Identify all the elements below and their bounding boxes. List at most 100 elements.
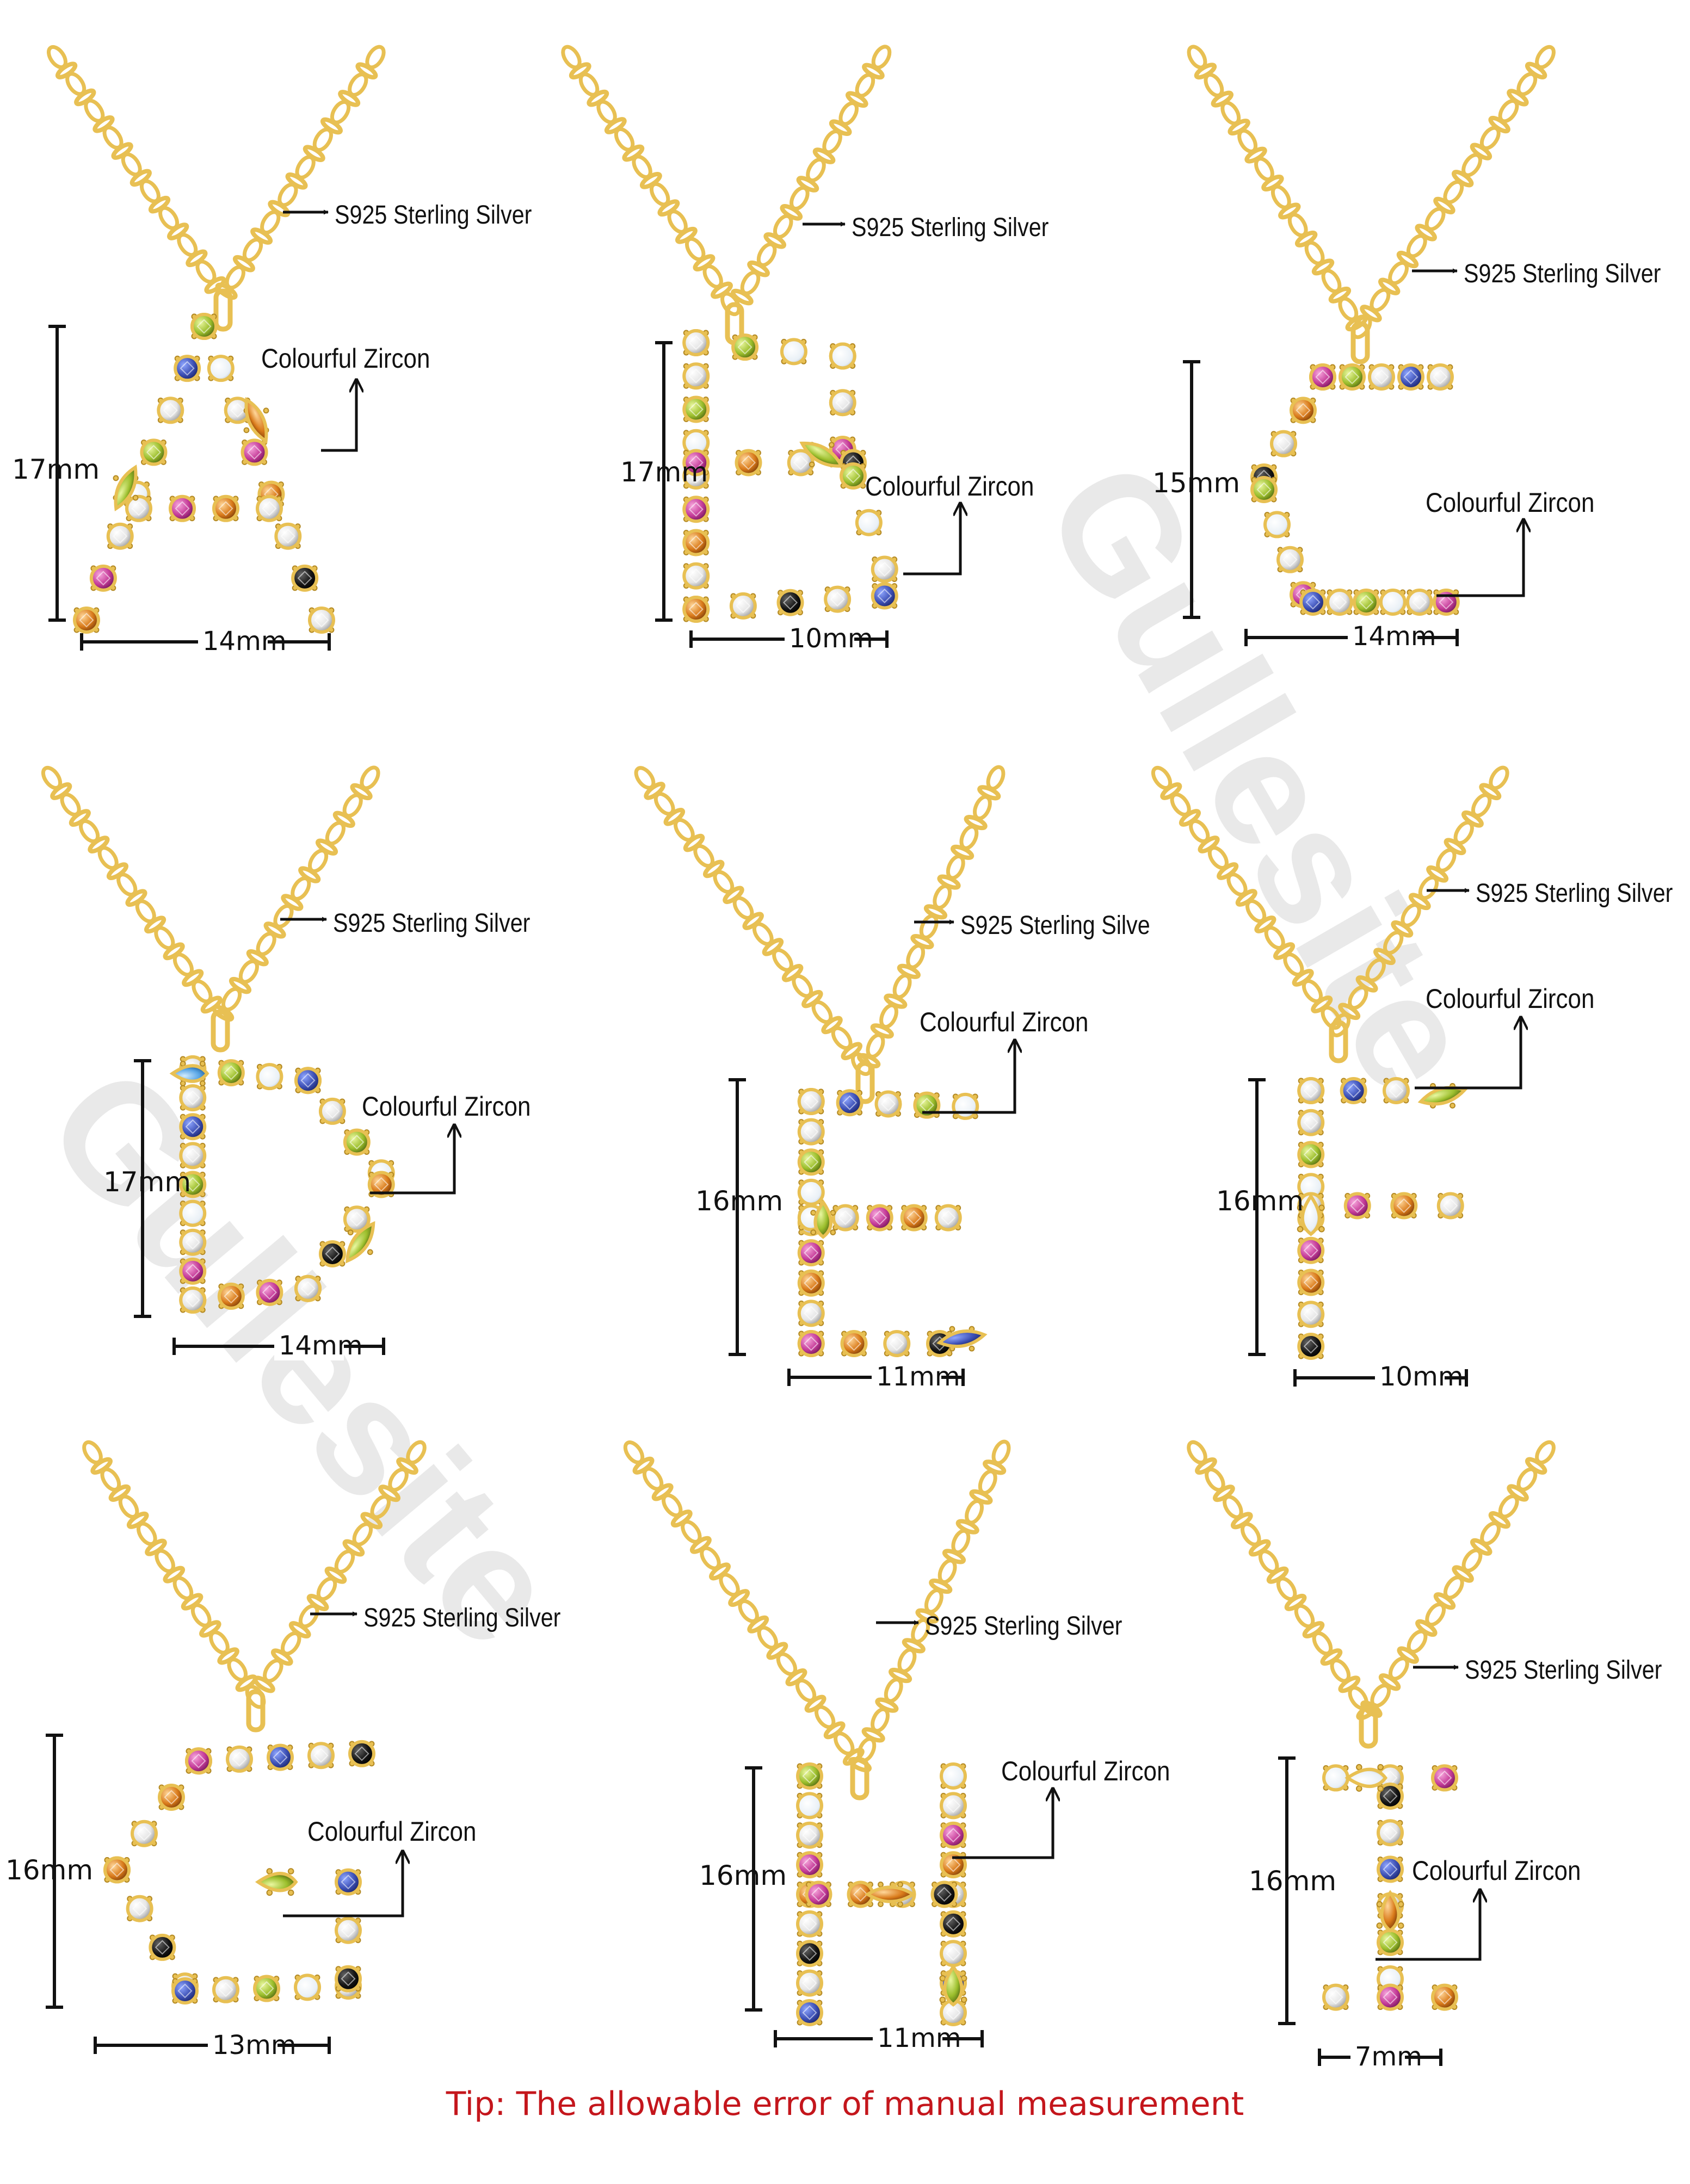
zircon-stone [256, 1063, 283, 1091]
stone-label: Colourful Zircon [1412, 1855, 1581, 1885]
material-label: S925 Sterling Silver [1476, 878, 1673, 908]
zircon-stone [1377, 1928, 1404, 1956]
zircon-stone [940, 1762, 967, 1790]
zircon-stone [1297, 1301, 1325, 1328]
zircon-stone [217, 1282, 245, 1310]
stone-arrow [922, 1040, 1015, 1114]
zircon-stone [682, 362, 710, 390]
zircon-stone [179, 1286, 207, 1314]
zircon-stone [346, 1221, 375, 1264]
necklace-chain [1187, 1440, 1556, 1721]
zircon-stone [776, 589, 804, 616]
zircon-stone [1250, 476, 1278, 503]
stone-arrow [1415, 1017, 1521, 1090]
zircon-stone [1376, 1890, 1404, 1933]
zircon-stone [212, 1976, 239, 2003]
zircon-stone [735, 449, 762, 477]
zircon-stone [939, 1964, 967, 2007]
zircon-stone [865, 1882, 916, 1907]
stone-label: Colourful Zircon [261, 343, 430, 373]
zircon-stone [335, 1916, 362, 1944]
zircon-stone [682, 449, 710, 477]
height-dimension [729, 1078, 746, 1356]
zircon-stone [913, 1091, 941, 1119]
zircon-stone [824, 585, 852, 613]
zircon-stone [243, 397, 269, 444]
zircon-stone [89, 564, 117, 592]
zircon-stone [1297, 1236, 1325, 1264]
zircon-stone [1270, 430, 1297, 457]
zircon-stone [335, 1965, 362, 1993]
height-dimension [1183, 360, 1200, 619]
necklace-chain [82, 1440, 427, 1709]
necklace-chain [41, 765, 380, 1022]
zircon-stone [682, 596, 710, 623]
pendant-bail [850, 1757, 869, 1801]
zircon-stone [185, 1747, 212, 1775]
zircon-stone [934, 1204, 962, 1232]
zircon-stone [318, 1240, 346, 1267]
height-dimension [655, 341, 673, 622]
zircon-stone [1322, 1983, 1349, 2011]
measurement-tip: Tip: The allowable error of manual measu… [446, 2085, 1244, 2123]
zircon-stone [829, 342, 856, 370]
zircon-stone [797, 1330, 825, 1357]
zircon-stone [780, 338, 807, 366]
stone-label: Colourful Zircon [1001, 1755, 1170, 1786]
zircon-stone [796, 1851, 823, 1879]
zircon-stone [829, 389, 856, 417]
zircon-stone [1322, 1764, 1349, 1792]
zircon-stone [149, 1933, 176, 1961]
material-label: S925 Sterling Silver [333, 908, 530, 938]
zircon-stone [131, 1820, 158, 1847]
zircon-stone [1432, 589, 1460, 616]
material-label: S925 Sterling Silver [363, 1603, 560, 1632]
zircon-stone [1431, 1764, 1458, 1792]
zircon-stone [940, 1851, 967, 1879]
height-dimension [46, 1734, 63, 2009]
zircon-stone [883, 1330, 911, 1357]
zircon-stone [73, 607, 100, 634]
zircon-stone [179, 1084, 207, 1112]
zircon-stone [797, 1118, 825, 1146]
zircon-stone [797, 1239, 825, 1267]
zircon-stone [1383, 1077, 1410, 1104]
zircon-stone [174, 355, 201, 382]
stone-label: Colourful Zircon [920, 1006, 1088, 1037]
pendant-bail [1350, 321, 1370, 364]
width-label: 11mm [877, 2023, 961, 2053]
zircon-stone [1297, 1109, 1325, 1136]
zircon-stone [855, 509, 883, 536]
zircon-stone [158, 1784, 185, 1811]
width-label: 14mm [1352, 621, 1436, 652]
stone-arrow [321, 380, 356, 452]
zircon-stone [1377, 1783, 1404, 1810]
zircon-stone [682, 529, 710, 556]
zircon-stone [796, 1910, 823, 1938]
zircon-stone [291, 564, 319, 592]
zircon-stone [1377, 1855, 1404, 1883]
zircon-stone [810, 1199, 836, 1239]
stone-label: Colourful Zircon [307, 1816, 476, 1846]
zircon-stone [179, 1228, 207, 1256]
zircon-stone [308, 607, 335, 634]
zircon-stone [274, 522, 302, 550]
zircon-stone [840, 462, 867, 490]
pendant-bail [211, 1009, 230, 1053]
zircon-stone [1427, 363, 1454, 391]
zircon-stone [125, 494, 152, 522]
stone-label: Colourful Zircon [1426, 487, 1594, 517]
zircon-stone [871, 582, 898, 610]
zircon-stone [207, 355, 235, 382]
zircon-stone [1377, 1983, 1404, 2011]
zircon-stone [797, 1300, 825, 1327]
zircon-stone [1340, 1077, 1367, 1104]
letter-pendant-d [169, 1055, 395, 1314]
height-dimension [1278, 1756, 1296, 2025]
zircon-stone [318, 1097, 346, 1125]
zircon-stone [1379, 589, 1407, 616]
zircon-stone [940, 1821, 967, 1849]
